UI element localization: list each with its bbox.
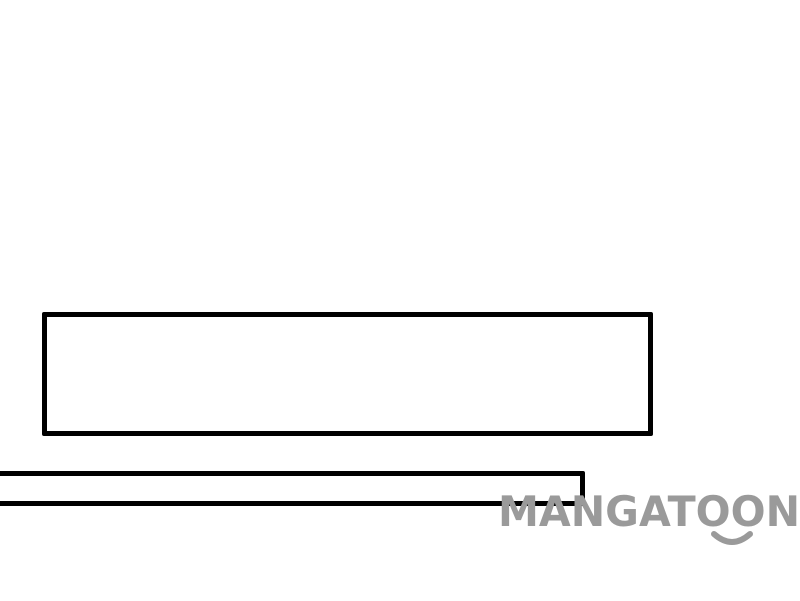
mangatoon-watermark: MANGATOON <box>498 488 800 550</box>
watermark-text: MANGATOON <box>498 488 800 536</box>
mangatoon-logo-icon: MANGATOON <box>498 488 800 545</box>
empty-caption-bar <box>0 471 585 506</box>
smile-icon <box>711 531 753 545</box>
empty-speech-panel <box>42 312 653 436</box>
